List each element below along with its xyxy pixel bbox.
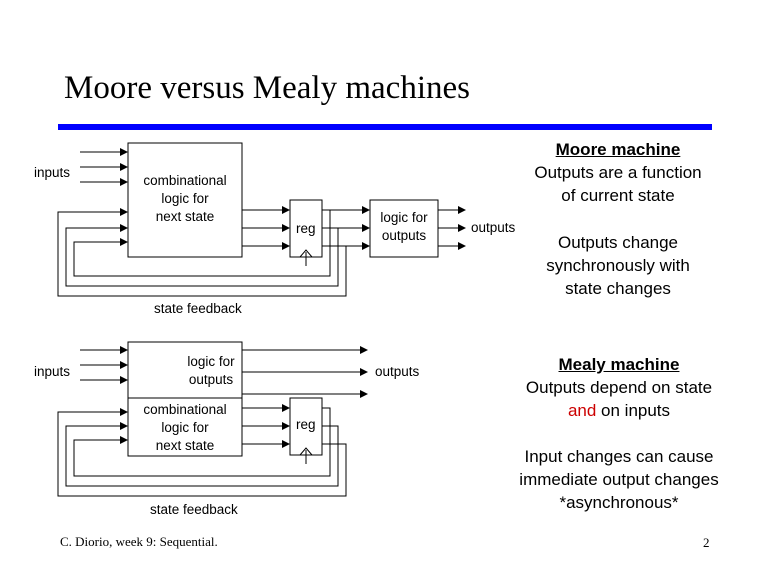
moore-comb-logic-box bbox=[127, 142, 243, 258]
mealy-heading: Mealy machine bbox=[558, 355, 680, 374]
mealy-and-word: and bbox=[567, 401, 597, 420]
mealy-description: Mealy machine Outputs depend on state an… bbox=[500, 353, 738, 422]
mealy-feedback-loop bbox=[57, 408, 347, 497]
moore-heading: Moore machine bbox=[555, 140, 681, 159]
mealy-output-logic-line: logic for bbox=[187, 354, 235, 369]
mealy-feedback-loop bbox=[73, 407, 331, 477]
moore-comb-line: next state bbox=[155, 209, 215, 224]
page-number: 2 bbox=[703, 535, 710, 550]
moore-desc-line: Outputs are a function bbox=[534, 163, 702, 182]
moore-comb-line: combinational bbox=[143, 173, 227, 188]
moore-outputs-label: outputs bbox=[471, 220, 516, 235]
mealy-logic-box bbox=[127, 341, 243, 457]
moore-output-logic-line: logic for bbox=[380, 210, 428, 225]
mealy-comb-line: logic for bbox=[161, 420, 209, 435]
moore-feedback-loop bbox=[65, 224, 339, 287]
mealy-description-2: Input changes can cause immediate output… bbox=[500, 445, 738, 514]
moore-feedback-label: state feedback bbox=[154, 301, 242, 316]
moore-desc-line: state changes bbox=[565, 279, 671, 298]
mealy-output-logic-label: logic for outputs bbox=[180, 353, 242, 389]
title-rule bbox=[58, 124, 712, 130]
moore-reg-label: reg bbox=[296, 221, 316, 236]
moore-inputs-label: inputs bbox=[34, 165, 71, 180]
moore-diagram bbox=[57, 142, 466, 297]
mealy-feedback-label: state feedback bbox=[150, 502, 238, 517]
moore-comb-line: logic for bbox=[161, 191, 209, 206]
mealy-desc-line: Outputs depend on state bbox=[525, 378, 713, 397]
moore-feedback-loop bbox=[73, 210, 331, 277]
mealy-inputs-label: inputs bbox=[34, 364, 71, 379]
moore-clock-symbol bbox=[299, 249, 313, 258]
mealy-diagram bbox=[57, 341, 368, 497]
moore-desc-line: Outputs change bbox=[557, 233, 679, 252]
mealy-clock-symbol bbox=[299, 447, 313, 456]
moore-description: Moore machine Outputs are a function of … bbox=[512, 138, 724, 207]
mealy-feedback-loop bbox=[65, 422, 339, 487]
mealy-and-rest: on inputs bbox=[596, 401, 671, 420]
mealy-desc-line: *asynchronous* bbox=[559, 493, 679, 512]
mealy-comb-line: next state bbox=[155, 438, 215, 453]
moore-feedback-loop bbox=[57, 208, 347, 297]
mealy-desc-line: and on inputs bbox=[500, 399, 738, 422]
mealy-output-logic-line: outputs bbox=[188, 372, 234, 387]
mealy-comb-line: combinational bbox=[143, 402, 227, 417]
moore-comb-logic-label: combinational logic for next state bbox=[128, 172, 242, 226]
mealy-reg-label: reg bbox=[296, 417, 316, 432]
footer-credit: C. Diorio, week 9: Sequential. bbox=[60, 534, 218, 549]
mealy-comb-logic-label: combinational logic for next state bbox=[128, 401, 242, 455]
mealy-desc-line: Input changes can cause bbox=[524, 447, 714, 466]
moore-desc-line: of current state bbox=[561, 186, 675, 205]
moore-output-logic-line: outputs bbox=[381, 228, 427, 243]
moore-desc-line: synchronously with bbox=[546, 256, 690, 275]
moore-description-2: Outputs change synchronously with state … bbox=[512, 231, 724, 300]
mealy-desc-line: immediate output changes bbox=[519, 470, 719, 489]
mealy-outputs-label: outputs bbox=[375, 364, 420, 379]
moore-output-logic-label: logic for outputs bbox=[370, 209, 438, 245]
slide-title: Moore versus Mealy machines bbox=[64, 70, 470, 106]
